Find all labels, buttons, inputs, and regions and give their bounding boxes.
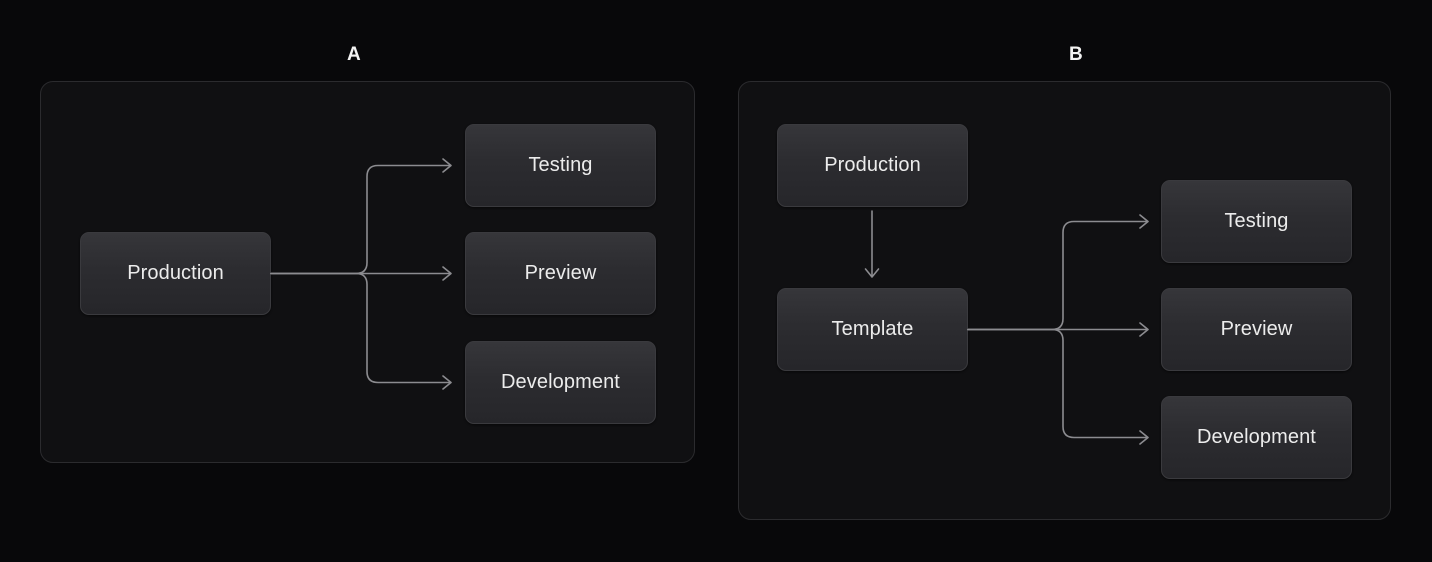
node-label: Production: [824, 154, 921, 176]
node-label: Development: [501, 371, 620, 393]
node-a-testing[interactable]: Testing: [465, 124, 656, 207]
node-a-development[interactable]: Development: [465, 341, 656, 424]
node-label: Production: [127, 262, 224, 284]
node-b-preview[interactable]: Preview: [1161, 288, 1352, 371]
node-b-production[interactable]: Production: [777, 124, 968, 207]
panel-label-b: B: [1068, 44, 1084, 65]
node-b-testing[interactable]: Testing: [1161, 180, 1352, 263]
node-b-development[interactable]: Development: [1161, 396, 1352, 479]
node-label: Preview: [1220, 318, 1293, 340]
node-label: Testing: [1224, 210, 1289, 232]
panel-label-a: A: [346, 44, 362, 65]
node-a-preview[interactable]: Preview: [465, 232, 656, 315]
node-label: Development: [1197, 426, 1316, 448]
node-a-production[interactable]: Production: [80, 232, 271, 315]
node-b-template[interactable]: Template: [777, 288, 968, 371]
node-label: Testing: [528, 154, 593, 176]
node-label: Preview: [524, 262, 597, 284]
node-label: Template: [831, 318, 914, 340]
